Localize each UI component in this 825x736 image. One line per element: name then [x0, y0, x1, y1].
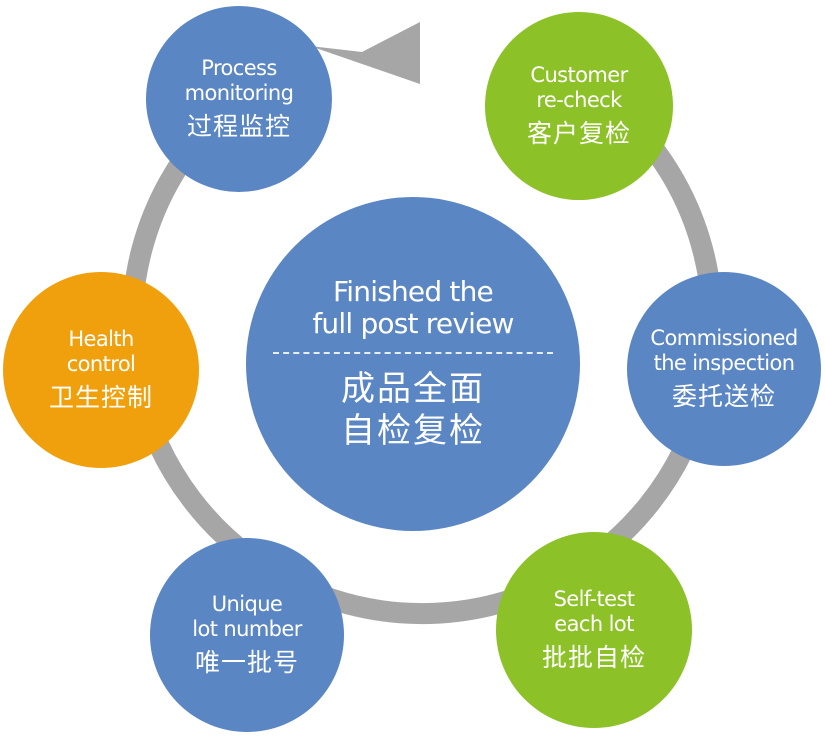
node-label-zh: 过程监控 [186, 112, 291, 141]
node-label-en-line1: Commissioned [650, 326, 798, 350]
node-label-zh: 客户复检 [526, 119, 631, 148]
node-commissioned-inspection: Commissioned the inspection 委托送检 [627, 272, 821, 466]
ring-arrowhead [310, 22, 420, 84]
node-label-en-line1: Process [201, 56, 277, 80]
center-title-en-line1: Finished the [333, 275, 494, 308]
node-label-zh: 唯一批号 [194, 648, 299, 677]
node-label-en-line2: re-check [536, 88, 622, 112]
center-title-en-line2: full post review [312, 307, 514, 340]
node-label-zh: 委托送检 [671, 382, 776, 411]
node-label-en-line1: Health [68, 327, 134, 351]
node-health-control: Health control 卫生控制 [3, 272, 199, 468]
node-label-zh: 卫生控制 [48, 383, 153, 412]
center-title-zh-line1: 成品全面 [341, 369, 485, 409]
node-label-en-line1: Customer [530, 63, 628, 87]
node-label-en-line2: lot number [192, 617, 302, 641]
node-process-monitoring: Process monitoring 过程监控 [146, 6, 332, 192]
node-label-en-line2: control [66, 352, 136, 376]
node-customer-recheck: Customer re-check 客户复检 [485, 12, 673, 200]
center-circle: Finished the full post review 成品全面 自检复检 [246, 197, 580, 531]
center-title-zh-line2: 自检复检 [341, 411, 485, 451]
node-label-en-line2: the inspection [653, 351, 795, 375]
node-label-en-line1: Self-test [553, 587, 635, 611]
node-label-en-line2: each lot [554, 612, 634, 636]
node-label-zh: 批批自检 [541, 643, 646, 672]
node-label-en-line2: monitoring [184, 81, 294, 105]
node-unique-lot-number: Unique lot number 唯一批号 [150, 538, 344, 732]
node-self-test: Self-test each lot 批批自检 [496, 532, 692, 728]
node-label-en-line1: Unique [211, 592, 283, 616]
ring-arc [121, 46, 723, 625]
center-divider [273, 352, 553, 354]
